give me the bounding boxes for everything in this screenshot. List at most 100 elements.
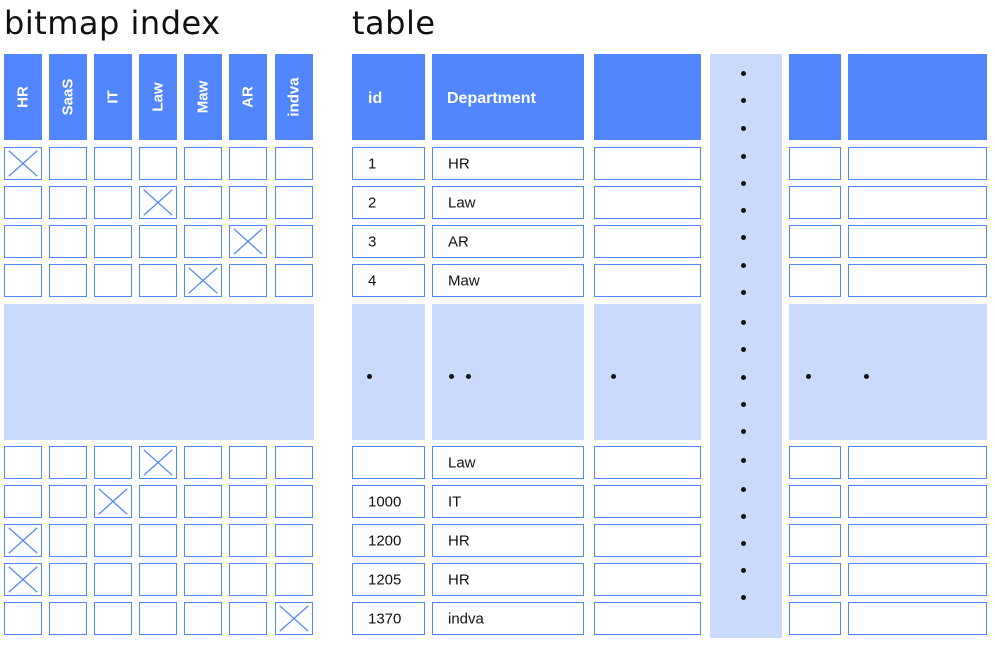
table-cell-department: indva — [432, 602, 584, 635]
ellipsis-dot — [740, 428, 746, 434]
ellipsis-dot — [740, 513, 746, 519]
table-gap-band-4 — [789, 304, 987, 440]
table-cell-text: 1200 — [368, 532, 402, 549]
table-cell-text: indva — [448, 610, 484, 627]
table-cell-blank — [848, 563, 987, 596]
x-mark-icon — [279, 605, 309, 632]
table-cell-id: 1205 — [352, 563, 425, 596]
bitmap-column-label: HR — [14, 86, 32, 108]
ellipsis-dot — [740, 567, 746, 573]
table-cell-blank — [789, 563, 841, 596]
bitmap-cell — [275, 563, 313, 596]
ellipsis-dot — [740, 180, 746, 186]
ellipsis-dot — [366, 373, 372, 379]
bitmap-cell — [94, 147, 132, 180]
table-cell-text: 4 — [368, 272, 377, 289]
x-mark-icon — [98, 488, 128, 515]
ellipsis-dot — [740, 374, 746, 380]
bitmap-cell — [94, 446, 132, 479]
bitmap-cell — [184, 602, 222, 635]
table-cell-blank — [848, 264, 987, 297]
table-cell-blank — [848, 446, 987, 479]
bitmap-cell — [275, 264, 313, 297]
ellipsis-column-band — [710, 54, 782, 638]
table-cell-id: 1000 — [352, 485, 425, 518]
ellipsis-dot — [740, 401, 746, 407]
bitmap-cell — [184, 446, 222, 479]
ellipsis-dot — [465, 373, 471, 379]
table-header-blank-3 — [848, 54, 987, 140]
table-cell-blank — [594, 446, 701, 479]
bitmap-cell — [184, 225, 222, 258]
table-cell-blank — [789, 524, 841, 557]
bitmap-column-header: IT — [94, 54, 132, 140]
bitmap-column-label: IT — [104, 90, 122, 104]
table-cell-blank — [789, 602, 841, 635]
table-cell-text: 1205 — [368, 571, 402, 588]
ellipsis-dot — [863, 373, 869, 379]
ellipsis-dot — [740, 70, 746, 76]
bitmap-column-header: Maw — [184, 54, 222, 140]
table-cell-department: Maw — [432, 264, 584, 297]
bitmap-cell — [275, 186, 313, 219]
bitmap-cell — [94, 563, 132, 596]
table-gap-band-3 — [594, 304, 701, 440]
bitmap-column-header: SaaS — [49, 54, 87, 140]
table-cell-blank — [789, 147, 841, 180]
table-cell-text: 1 — [368, 155, 377, 172]
table-header-department: Department — [432, 54, 584, 140]
table-cell-department: HR — [432, 147, 584, 180]
table-cell-text: AR — [448, 233, 469, 250]
table-cell-department: Law — [432, 446, 584, 479]
x-mark-icon — [8, 527, 38, 554]
bitmap-cell-set — [275, 602, 313, 635]
bitmap-cell — [184, 147, 222, 180]
bitmap-cell — [139, 524, 177, 557]
bitmap-cell — [139, 485, 177, 518]
bitmap-cell — [94, 264, 132, 297]
table-cell-id: 1200 — [352, 524, 425, 557]
bitmap-cell — [94, 225, 132, 258]
table-cell-text: HR — [448, 532, 470, 549]
table-cell-department: IT — [432, 485, 584, 518]
table-header-blank-1 — [594, 54, 701, 140]
bitmap-cell — [229, 524, 267, 557]
bitmap-cell — [49, 602, 87, 635]
bitmap-cell — [4, 485, 42, 518]
bitmap-cell — [229, 485, 267, 518]
ellipsis-dot — [610, 373, 616, 379]
table-cell-blank — [848, 186, 987, 219]
bitmap-cell-set — [4, 147, 42, 180]
bitmap-cell — [184, 524, 222, 557]
table-cell-blank — [848, 485, 987, 518]
table-cell-blank — [789, 485, 841, 518]
bitmap-column-label: AR — [239, 86, 257, 108]
ellipsis-dot — [448, 373, 454, 379]
bitmap-cell — [184, 485, 222, 518]
bitmap-cell — [49, 186, 87, 219]
bitmap-cell — [49, 147, 87, 180]
ellipsis-dot — [740, 289, 746, 295]
bitmap-cell — [4, 186, 42, 219]
bitmap-column-label: Maw — [194, 80, 212, 114]
table-cell-id — [352, 446, 425, 479]
table-cell-text: 1370 — [368, 610, 402, 627]
table-cell-blank — [594, 524, 701, 557]
table-cell-blank — [594, 147, 701, 180]
table-cell-text: HR — [448, 155, 470, 172]
bitmap-cell — [229, 446, 267, 479]
bitmap-cell — [139, 264, 177, 297]
table-cell-id: 1370 — [352, 602, 425, 635]
table-cell-id: 3 — [352, 225, 425, 258]
bitmap-column-header: HR — [4, 54, 42, 140]
table-cell-text: IT — [448, 493, 462, 510]
bitmap-cell — [229, 264, 267, 297]
bitmap-cell — [49, 225, 87, 258]
ellipsis-dot — [740, 153, 746, 159]
table-cell-text: 1000 — [368, 493, 402, 510]
bitmap-cell-set — [4, 563, 42, 596]
bitmap-cell — [4, 225, 42, 258]
table-cell-blank — [789, 225, 841, 258]
ellipsis-dot — [740, 457, 746, 463]
bitmap-cell-set — [4, 524, 42, 557]
